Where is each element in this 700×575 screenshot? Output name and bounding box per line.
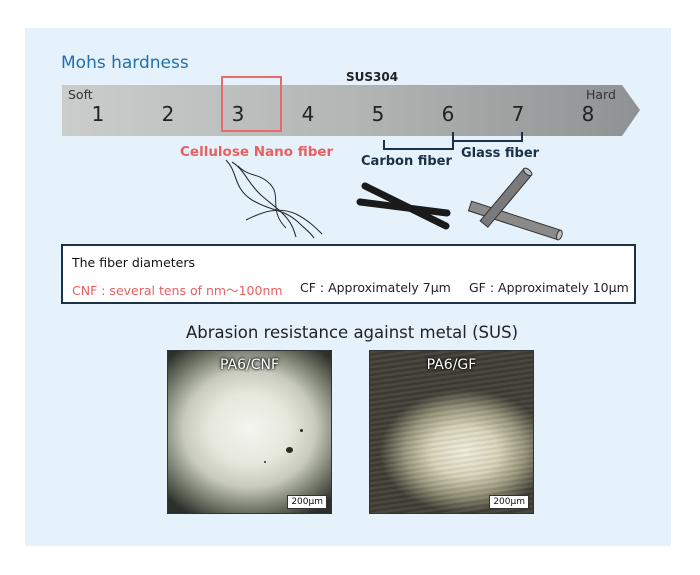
cf-diameter: CF : Approximately 7μm <box>300 280 451 295</box>
scale-number-7: 7 <box>511 102 525 126</box>
scale-number-5: 5 <box>371 102 385 126</box>
gf-diameter: GF : Approximately 10μm <box>469 280 629 295</box>
cnf-diameter: CNF : several tens of nm〜100nm <box>72 283 283 298</box>
micrograph-speck <box>300 429 303 432</box>
cnf-label: Cellulose Nano fiber <box>180 144 334 160</box>
pa6-cnf-scalebar: 200μm <box>287 495 327 509</box>
micrograph-speck <box>286 447 293 453</box>
pa6-gf-micrograph: PA6/GF 200μm <box>369 350 534 514</box>
hard-label: Hard <box>586 87 616 102</box>
carbon-fiber-label: Carbon fiber <box>361 154 452 169</box>
scale-number-8: 8 <box>581 102 595 126</box>
cnf-strand-1 <box>225 159 315 239</box>
cnf-strand-3 <box>245 209 323 235</box>
fiber-diameters-box <box>61 244 636 304</box>
pa6-gf-label: PA6/GF <box>426 357 477 373</box>
glass-fiber-rod-2 <box>479 167 533 228</box>
abrasion-title: Abrasion resistance against metal (SUS) <box>185 323 519 342</box>
carbon-fiber-rod-2 <box>356 198 451 217</box>
glass-fiber-label: Glass fiber <box>461 146 540 161</box>
mohs-title: Mohs hardness <box>61 53 189 73</box>
soft-label: Soft <box>68 87 93 102</box>
carbon-bracket <box>383 140 454 150</box>
scale-number-4: 4 <box>301 102 315 126</box>
scale-number-2: 2 <box>161 102 175 126</box>
sus304-label: SUS304 <box>346 70 399 84</box>
pa6-cnf-label: PA6/CNF <box>219 357 280 373</box>
cnf-strand-4 <box>237 165 287 229</box>
cnf-strand-2 <box>231 161 297 238</box>
scale-number-3: 3 <box>231 102 245 126</box>
pa6-cnf-micrograph: PA6/CNF 200μm <box>167 350 332 514</box>
cnf-highlight-box <box>221 76 282 132</box>
scale-number-1: 1 <box>91 102 105 126</box>
micrograph-speck <box>264 461 266 463</box>
fiber-diameters-title: The fiber diameters <box>72 255 196 270</box>
scale-number-6: 6 <box>441 102 455 126</box>
glass-bracket <box>452 132 523 142</box>
hardness-arrow-shape <box>62 85 640 136</box>
pa6-gf-scalebar: 200μm <box>489 495 529 509</box>
